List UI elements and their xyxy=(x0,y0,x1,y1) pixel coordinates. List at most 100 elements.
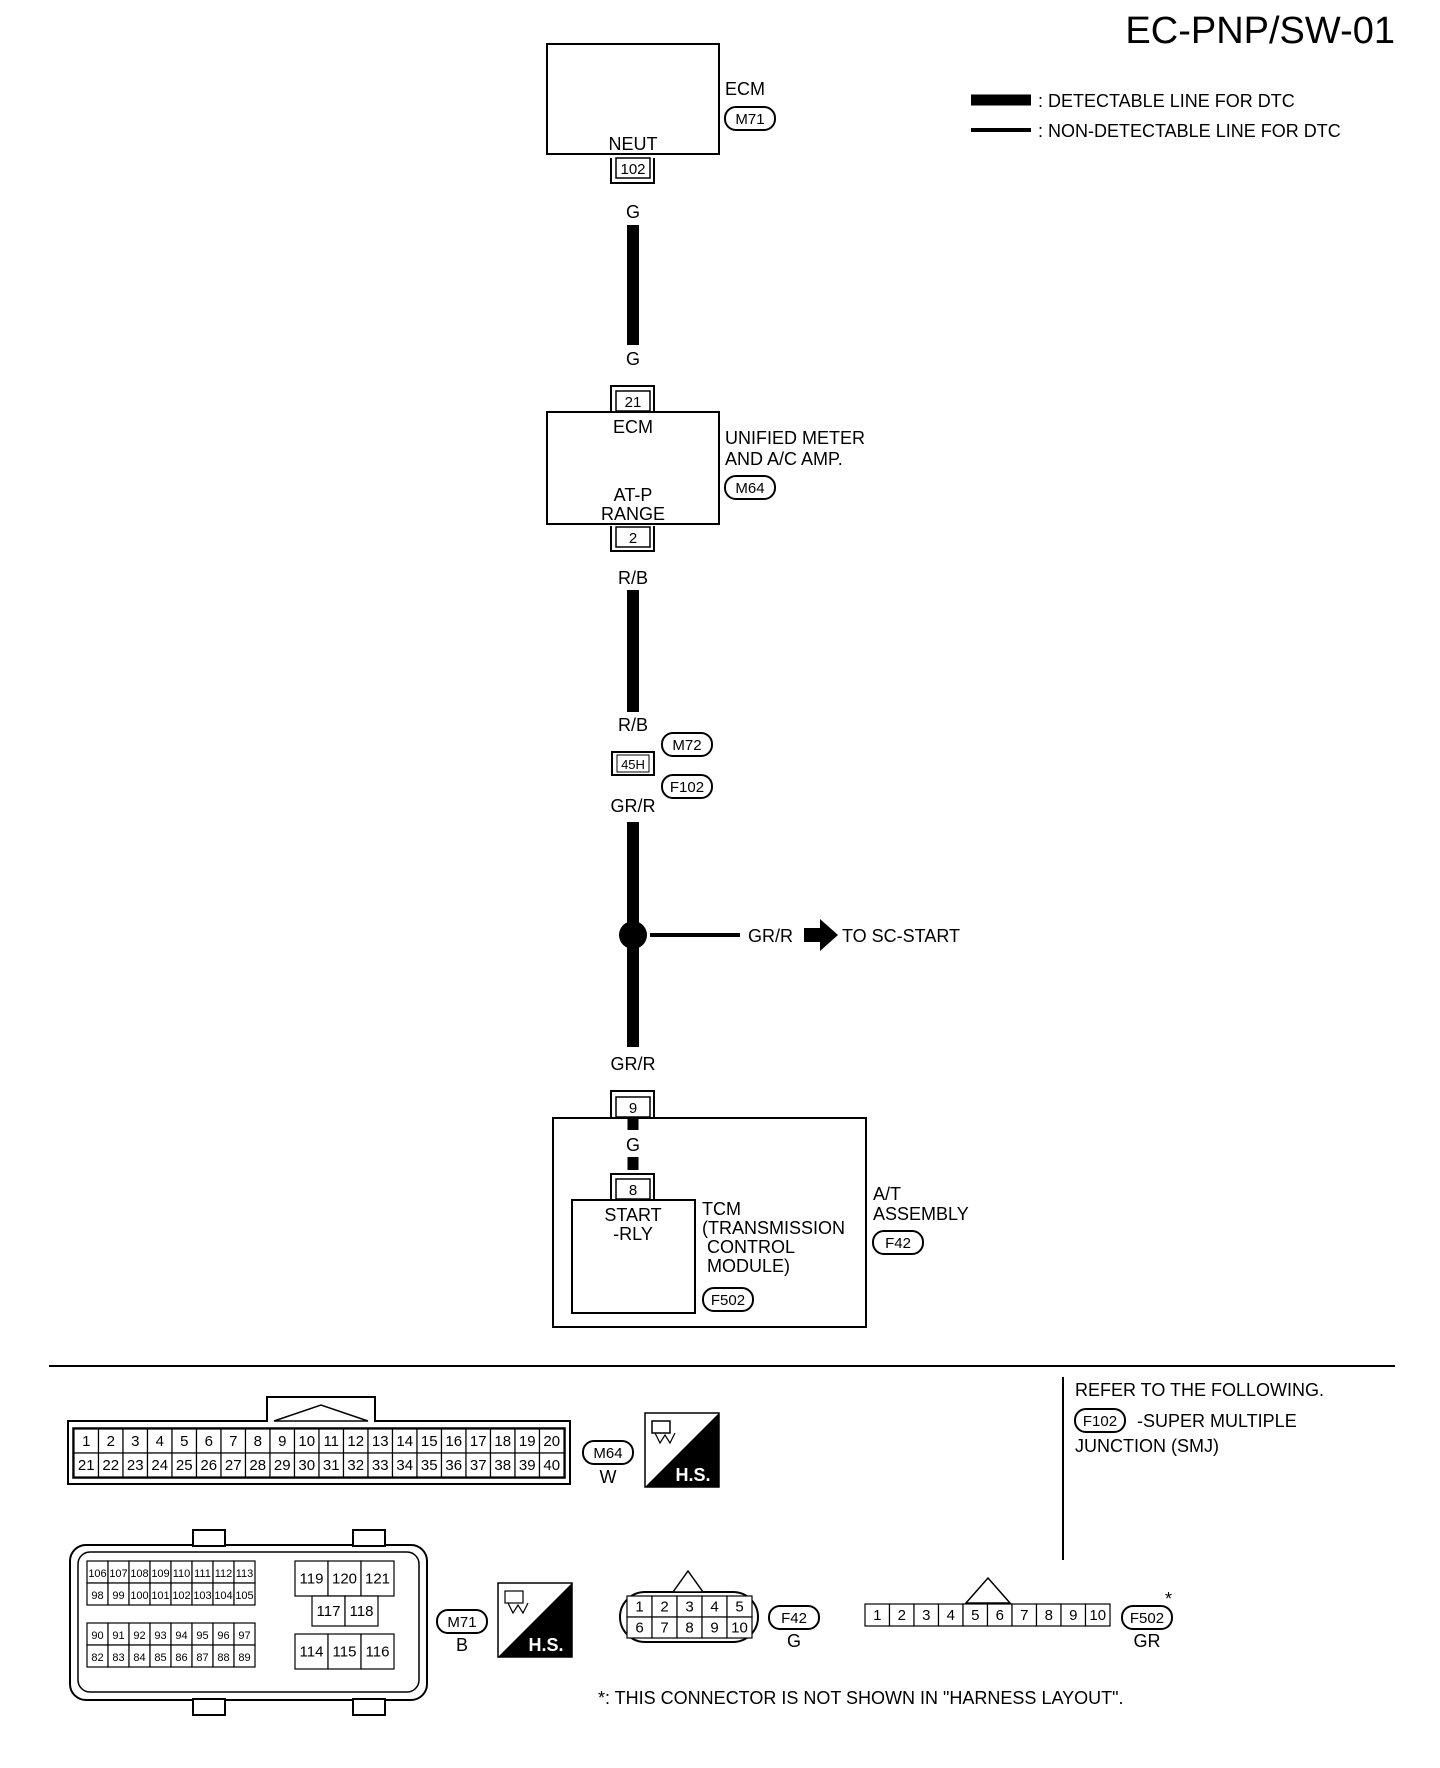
m71-pin: 110 xyxy=(173,1568,191,1580)
tcm-terminal-label-1: START xyxy=(604,1205,661,1225)
m71-pin: 88 xyxy=(217,1652,229,1664)
m64-pin: 12 xyxy=(347,1433,364,1450)
junction-inner-box xyxy=(616,754,650,773)
tcm-name-2: (TRANSMISSION xyxy=(702,1218,845,1238)
m64-pin: 20 xyxy=(543,1433,560,1450)
refer-line-2: -SUPER MULTIPLE xyxy=(1137,1411,1297,1431)
wire-junction-to-at: GR/R TO SC-START GR/R xyxy=(611,822,960,1074)
f42-pin: 5 xyxy=(735,1599,743,1616)
m64-pin: 4 xyxy=(156,1433,164,1450)
m71-pin-cell xyxy=(233,1582,256,1606)
wire1-color-top: G xyxy=(626,202,640,222)
f502-pin: 9 xyxy=(1069,1607,1077,1624)
m71-tag: M71 xyxy=(436,1609,488,1634)
m64-pin: 31 xyxy=(323,1457,340,1474)
tcm-box xyxy=(571,1199,696,1314)
m71-pin: 96 xyxy=(217,1630,229,1642)
junction-connector-bottom-tag: F102 xyxy=(661,774,713,799)
f42-pin: 3 xyxy=(685,1599,693,1616)
svg-text:F502: F502 xyxy=(711,1292,745,1309)
ecm-name: ECM xyxy=(725,79,765,99)
meter-name-1: UNIFIED METER xyxy=(725,428,865,448)
branch-destination: TO SC-START xyxy=(842,926,960,946)
m71-pin: 116 xyxy=(366,1644,390,1661)
f502-pin-cell xyxy=(1084,1603,1111,1627)
f502-pin: 3 xyxy=(922,1607,930,1624)
m64-hs-label: H.S. xyxy=(675,1465,710,1485)
ecm-terminal: 102 xyxy=(620,161,645,178)
f42-pin: 2 xyxy=(660,1599,668,1616)
m71-pin: 98 xyxy=(91,1590,103,1602)
m64-pin-cell xyxy=(440,1452,467,1478)
page-code: EC-PNP/SW-01 xyxy=(1125,10,1395,52)
meter-out-terminal-box xyxy=(615,526,651,548)
at-assembly-unit: 9 G 8 START -RLY TCM (TRANSMISSION CONTR… xyxy=(552,1090,969,1328)
m64-tag: M64 xyxy=(582,1440,634,1465)
m71-pin: 118 xyxy=(350,1603,374,1620)
m71-pin: 95 xyxy=(196,1630,208,1642)
m64-pin-cell xyxy=(538,1452,565,1478)
meter-name-2: AND A/C AMP. xyxy=(725,449,843,469)
m71-pin-cell xyxy=(360,1633,395,1670)
wire-meter-to-junction: R/B R/B xyxy=(618,568,648,735)
m64-pin-cell xyxy=(514,1452,541,1478)
m64-pin-cell xyxy=(269,1452,296,1478)
m71-pin: 114 xyxy=(300,1644,324,1661)
meter-out-terminal: 2 xyxy=(629,530,637,547)
meter-in-label: ECM xyxy=(613,417,653,437)
meter-in-bracket xyxy=(610,385,655,411)
m64-pin: 19 xyxy=(519,1433,536,1450)
tcm-connector-tag: F502 xyxy=(702,1287,754,1312)
m71-pin: 87 xyxy=(196,1652,208,1664)
m71-pin-cell xyxy=(360,1560,395,1597)
m64-pin-cell xyxy=(318,1452,345,1478)
at-in-bracket xyxy=(610,1090,655,1117)
m71-pin: 82 xyxy=(91,1652,103,1664)
m64-pin: 3 xyxy=(131,1433,139,1450)
f502-mark: * xyxy=(1165,1589,1172,1609)
m71-pin: 104 xyxy=(214,1590,232,1602)
f502-pin: 4 xyxy=(947,1607,955,1624)
m64-pin: 9 xyxy=(278,1433,286,1450)
refer-note: REFER TO THE FOLLOWING. F102 -SUPER MULT… xyxy=(1074,1380,1324,1456)
m64-pin-cell xyxy=(489,1452,516,1478)
m71-pin: 101 xyxy=(151,1590,169,1602)
f42-pin: 6 xyxy=(635,1620,643,1637)
f502-pin: 7 xyxy=(1020,1607,1028,1624)
f42-pin: 9 xyxy=(710,1620,718,1637)
splice-dot xyxy=(619,921,647,949)
m64-pin: 10 xyxy=(298,1433,315,1450)
m71-pin: 106 xyxy=(88,1568,106,1580)
m64-pin: 38 xyxy=(494,1457,511,1474)
m64-pin-cell xyxy=(73,1428,100,1454)
f42-color: G xyxy=(787,1631,801,1651)
m71-pin: 111 xyxy=(194,1568,211,1580)
f42-pin: 7 xyxy=(660,1620,668,1637)
m71-pin-cell xyxy=(327,1633,362,1670)
m71-pin: 103 xyxy=(193,1590,211,1602)
m64-pin-cell xyxy=(97,1452,124,1478)
m71-pin: 93 xyxy=(154,1630,166,1642)
m64-pin-cell xyxy=(367,1452,394,1478)
f502-pin: 5 xyxy=(971,1607,979,1624)
refer-line-3: JUNCTION (SMJ) xyxy=(1075,1436,1219,1456)
m64-pin: 1 xyxy=(82,1433,90,1450)
f42-pin: 8 xyxy=(685,1620,693,1637)
m71-pin: 112 xyxy=(215,1568,233,1580)
legend-non-detectable-label: : NON-DETECTABLE LINE FOR DTC xyxy=(1038,121,1341,141)
svg-text:M72: M72 xyxy=(672,737,701,754)
wire2-color-top: R/B xyxy=(618,568,648,588)
m71-pin: 91 xyxy=(112,1630,124,1642)
m64-pin-cell xyxy=(146,1428,173,1454)
branch-color: GR/R xyxy=(748,926,793,946)
m64-pin: 17 xyxy=(470,1433,487,1450)
m64-pin: 21 xyxy=(78,1457,95,1474)
ecm-unit: ECM M71 NEUT 102 xyxy=(546,43,776,184)
m64-pin-cell xyxy=(146,1452,173,1478)
m64-pin-cell xyxy=(97,1428,124,1454)
svg-text:M64: M64 xyxy=(593,1445,622,1462)
meter-in-terminal: 21 xyxy=(625,394,642,411)
ecm-terminal-name: NEUT xyxy=(609,134,658,154)
